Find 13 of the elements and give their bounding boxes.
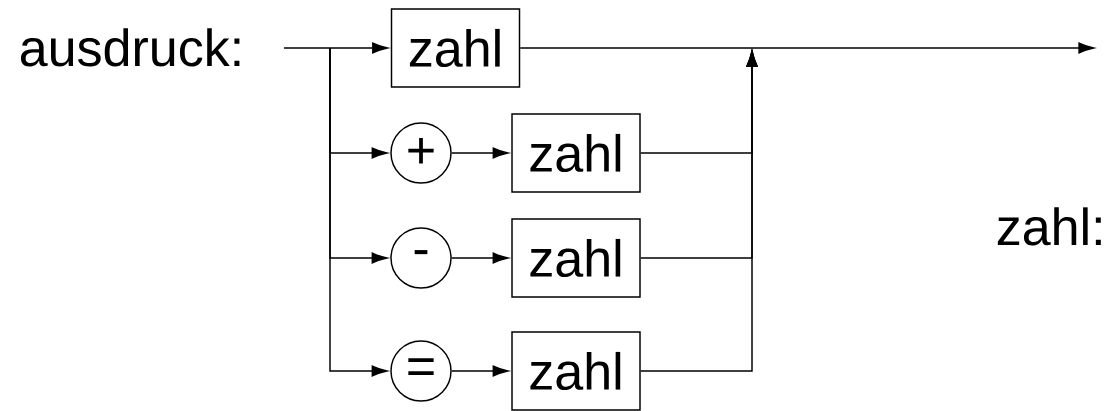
arrow bbox=[329, 47, 388, 377]
arrow bbox=[519, 42, 1095, 54]
rule-label: zahl: bbox=[997, 207, 1101, 246]
arrow bbox=[451, 147, 509, 159]
syntax-box: zahl bbox=[390, 8, 521, 88]
arrow bbox=[283, 42, 388, 54]
arrow bbox=[451, 365, 509, 377]
arrow bbox=[451, 252, 509, 264]
rule-label: ausdruck: bbox=[20, 28, 240, 67]
syntax-box: zahl bbox=[511, 331, 641, 411]
syntax-box: zahl bbox=[511, 113, 641, 193]
syntax-box: zahl bbox=[511, 218, 641, 298]
arrow bbox=[640, 50, 758, 372]
